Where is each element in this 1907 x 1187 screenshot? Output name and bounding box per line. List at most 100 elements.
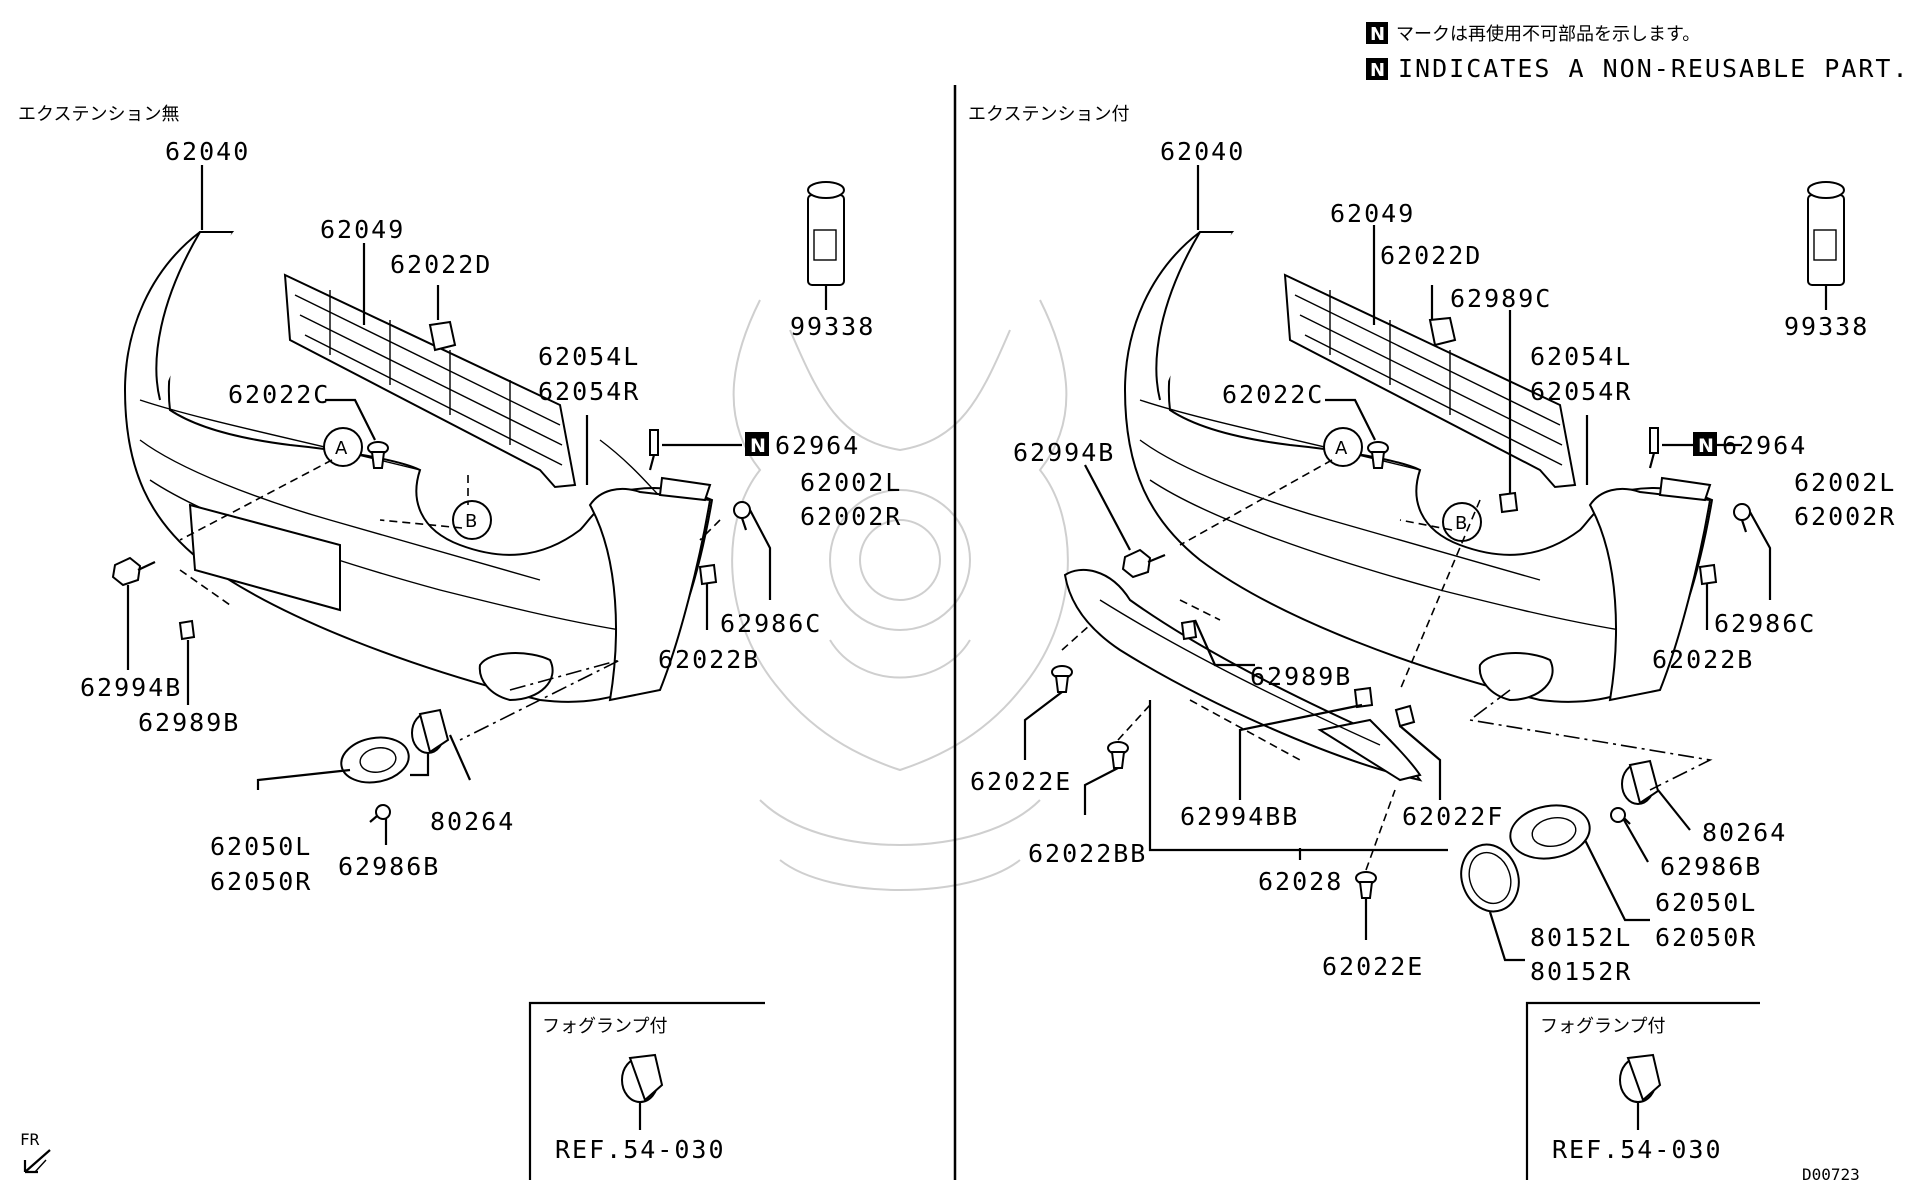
right-leaders — [1023, 165, 1828, 962]
right-clip-62022B — [1698, 563, 1718, 595]
right-fog-bezel-62050 — [1509, 804, 1591, 860]
left-label-62022B: 62022B — [658, 645, 760, 674]
left-label-62040: 62040 — [165, 137, 250, 166]
watermark-emblem — [731, 299, 1069, 891]
right-label-62986C: 62986C — [1714, 609, 1816, 638]
right-label-62049: 62049 — [1330, 199, 1415, 228]
right-panel: エクステンション付 — [968, 104, 1896, 1184]
right-bracket-62002 — [1658, 476, 1712, 502]
right-callout-A: A — [1335, 438, 1348, 459]
fr-direction: FR — [20, 1130, 40, 1149]
right-label-62986B: 62986B — [1660, 852, 1762, 881]
right-label-62022E-a: 62022E — [970, 767, 1072, 796]
right-label-62994B: 62994B — [1013, 438, 1115, 467]
right-label-62050R: 62050R — [1655, 923, 1757, 952]
right-callout-A-circle — [1323, 427, 1363, 467]
left-fog-bezel-62050 — [340, 736, 410, 784]
legend: N マークは再使用不可部品を示します。 N INDICATES A NON-RE… — [1366, 22, 1907, 83]
non-reusable-badge-2 — [1366, 58, 1388, 80]
left-clip-62989B — [178, 619, 196, 641]
right-clip-62022F — [1394, 704, 1416, 728]
left-label-62989B: 62989B — [138, 708, 240, 737]
left-side-panel — [588, 487, 712, 702]
left-inset: フォグランプ付 REF.54-030 — [528, 1001, 765, 1180]
right-62964-badge — [1693, 432, 1717, 456]
left-label-62050R: 62050R — [210, 867, 312, 896]
right-clip-62022E-a — [1051, 665, 1073, 693]
left-label-62049: 62049 — [320, 215, 405, 244]
right-pin-62964 — [1648, 427, 1659, 469]
right-clip-62989C — [1498, 491, 1519, 514]
left-callout-B: B — [465, 511, 477, 532]
right-label-62964: 62964 — [1722, 431, 1807, 460]
right-label-62002R: 62002R — [1794, 502, 1896, 531]
right-screw-62986B — [1610, 807, 1631, 825]
right-inset-title: フォグランプ付 — [1540, 1016, 1665, 1037]
diagram-code: D00723 — [1802, 1165, 1860, 1184]
left-label-62054L: 62054L — [538, 342, 640, 371]
left-label-62002R: 62002R — [800, 502, 902, 531]
right-fog-lamp-80264 — [1621, 759, 1660, 805]
right-label-62022BB: 62022BB — [1028, 839, 1147, 868]
right-screw-62986C — [1733, 503, 1751, 533]
right-clip-62022E-b — [1355, 871, 1377, 899]
legend-en-note: INDICATES A NON-REUSABLE PART. — [1398, 54, 1907, 83]
left-panel-title: エクステンション無 — [18, 104, 179, 125]
right-label-62022F: 62022F — [1402, 802, 1504, 831]
left-clip-62022C — [367, 441, 389, 469]
non-reusable-badge — [1366, 22, 1388, 44]
left-touchup-99338 — [807, 181, 845, 286]
right-label-62022C: 62022C — [1222, 380, 1324, 409]
right-label-62989C: 62989C — [1450, 284, 1552, 313]
right-fog-ring-80152 — [1460, 843, 1520, 913]
right-clip-62022BB — [1107, 741, 1129, 769]
left-callout-A-circle — [323, 427, 363, 467]
right-inset: フォグランプ付 REF.54-030 — [1525, 1001, 1760, 1180]
left-label-80264: 80264 — [430, 807, 515, 836]
right-label-62050L: 62050L — [1655, 888, 1757, 917]
left-callout-B-circle — [452, 500, 492, 540]
right-label-62054L: 62054L — [1530, 342, 1632, 371]
left-leaders — [126, 165, 828, 845]
right-label-62022E-b: 62022E — [1322, 952, 1424, 981]
right-inset-ref: REF.54-030 — [1552, 1135, 1723, 1164]
left-label-62986C: 62986C — [720, 609, 822, 638]
left-clip-62022D — [428, 320, 457, 352]
left-label-99338: 99338 — [790, 312, 875, 341]
badge-letter-2: N — [1370, 60, 1385, 81]
right-panel-title: エクステンション付 — [968, 104, 1129, 125]
left-label-62964: 62964 — [775, 431, 860, 460]
left-label-62002L: 62002L — [800, 468, 902, 497]
left-grille — [283, 273, 577, 489]
right-clip-62022D — [1428, 316, 1457, 347]
left-label-62994B: 62994B — [80, 673, 182, 702]
left-label-62050L: 62050L — [210, 832, 312, 861]
left-inset-ref: REF.54-030 — [555, 1135, 726, 1164]
left-bracket-62002 — [658, 476, 712, 502]
right-callout-B: B — [1455, 513, 1467, 534]
right-extension-62028 — [1063, 568, 1423, 782]
right-label-62054R: 62054R — [1530, 377, 1632, 406]
left-panel: エクステンション無 — [18, 104, 902, 1180]
left-bumper-cover — [123, 231, 714, 703]
left-bolt-62994B — [111, 556, 156, 587]
right-side-panel — [1588, 487, 1712, 702]
left-label-62022D: 62022D — [390, 250, 492, 279]
left-inset-title: フォグランプ付 — [542, 1016, 667, 1037]
left-clip-62022B — [698, 563, 718, 595]
right-label-62022D: 62022D — [1380, 241, 1482, 270]
right-label-80152L: 80152L — [1530, 923, 1632, 952]
left-62964-badge — [745, 432, 769, 456]
right-clip-62989B — [1180, 619, 1198, 641]
left-screw-62986B — [369, 804, 391, 823]
right-touchup-99338 — [1807, 181, 1845, 286]
right-clip-62994BB — [1353, 686, 1374, 709]
legend-jp-note: マークは再使用不可部品を示します。 — [1396, 24, 1700, 45]
badge-letter: N — [1370, 24, 1385, 45]
right-grille — [1283, 273, 1577, 489]
right-label-62022B: 62022B — [1652, 645, 1754, 674]
right-bumper-cover — [1123, 231, 1714, 703]
left-callout-A: A — [335, 438, 348, 459]
